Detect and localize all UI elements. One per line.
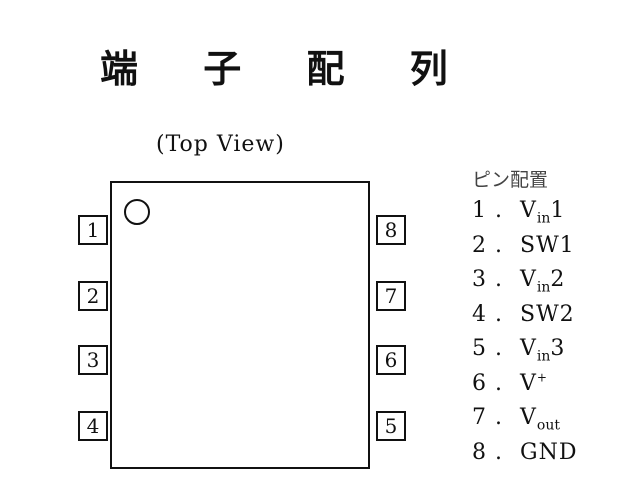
ic-package-body [110,181,370,469]
pin-number: 5 . [472,336,503,362]
pin-6: 6 [376,345,406,375]
pin-number: 6 . [472,370,503,396]
pin-function: Vin1 [520,198,566,227]
pin-function: Vout [520,405,560,434]
pinout-row: 2 . SW1 [472,233,612,268]
pinout-row: 4 . SW2 [472,302,612,337]
pin-4: 4 [78,411,108,441]
pinout-row: 1 . Vin1 [472,198,612,233]
pin-number: 7 . [472,405,503,431]
pin-function: GND [520,439,578,465]
pin-number: 2 . [472,232,503,258]
pin-number: 3 . [472,267,503,293]
pinout-row: 8 . GND [472,440,612,475]
pin-8: 8 [376,215,406,245]
pin-function: SW2 [520,301,575,327]
pin-function: Vin2 [520,267,566,296]
pin-number: 8 . [472,439,503,465]
pin-5: 5 [376,411,406,441]
pin-1: 1 [78,215,108,245]
page-title: 端 子 配 列 [100,47,474,91]
pin-number: 4 . [472,301,503,327]
pinout-table: ピン配置 1 . Vin1 2 . SW1 3 . Vin2 4 . SW2 5 . Vi… [472,165,612,474]
pin-2: 2 [78,281,108,311]
pin-number: 1 . [472,198,503,224]
pin-function: Vin3 [520,336,566,365]
pin-function: V+ [520,370,547,396]
view-label: (Top View) [156,132,285,157]
pin-7: 7 [376,281,406,311]
pinout-heading: ピン配置 [472,169,549,191]
pinout-row: 7 . Vout [472,405,612,440]
pin1-marker-icon [124,199,150,225]
pinout-row: 5 . Vin3 [472,336,612,371]
pin-function: SW1 [520,232,575,258]
pinout-row: 3 . Vin2 [472,267,612,302]
pinout-row: 6 . V+ [472,371,612,406]
pin-3: 3 [78,345,108,375]
